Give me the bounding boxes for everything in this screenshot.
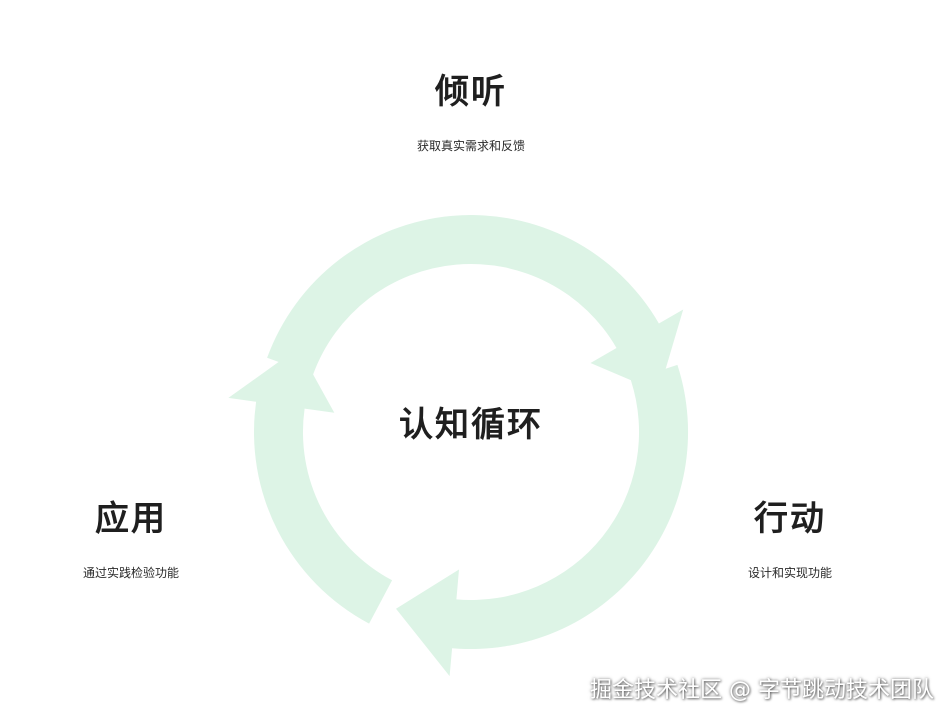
- node-listen-description: 获取真实需求和反馈: [416, 139, 525, 153]
- node-apply: 应用 通过实践检验功能: [1, 499, 261, 581]
- cycle-arrow-listen-to-act: [267, 215, 684, 393]
- node-act: 行动 设计和实现功能: [660, 499, 920, 581]
- watermark: 掘金技术社区 @ 字节跳动技术团队: [590, 678, 934, 703]
- node-apply-title: 应用: [95, 499, 167, 539]
- node-listen: 倾听 获取真实需求和反馈: [341, 72, 601, 154]
- cycle-center-label: 认知循环: [399, 405, 543, 445]
- node-act-title: 行动: [754, 499, 826, 539]
- cycle-arrow-act-to-apply: [396, 364, 689, 677]
- cycle-arrow-apply-to-listen: [228, 347, 393, 624]
- cycle-ring: [228, 215, 689, 677]
- node-listen-title: 倾听: [435, 72, 507, 112]
- node-apply-description: 通过实践检验功能: [82, 566, 179, 580]
- node-act-description: 设计和实现功能: [747, 566, 832, 580]
